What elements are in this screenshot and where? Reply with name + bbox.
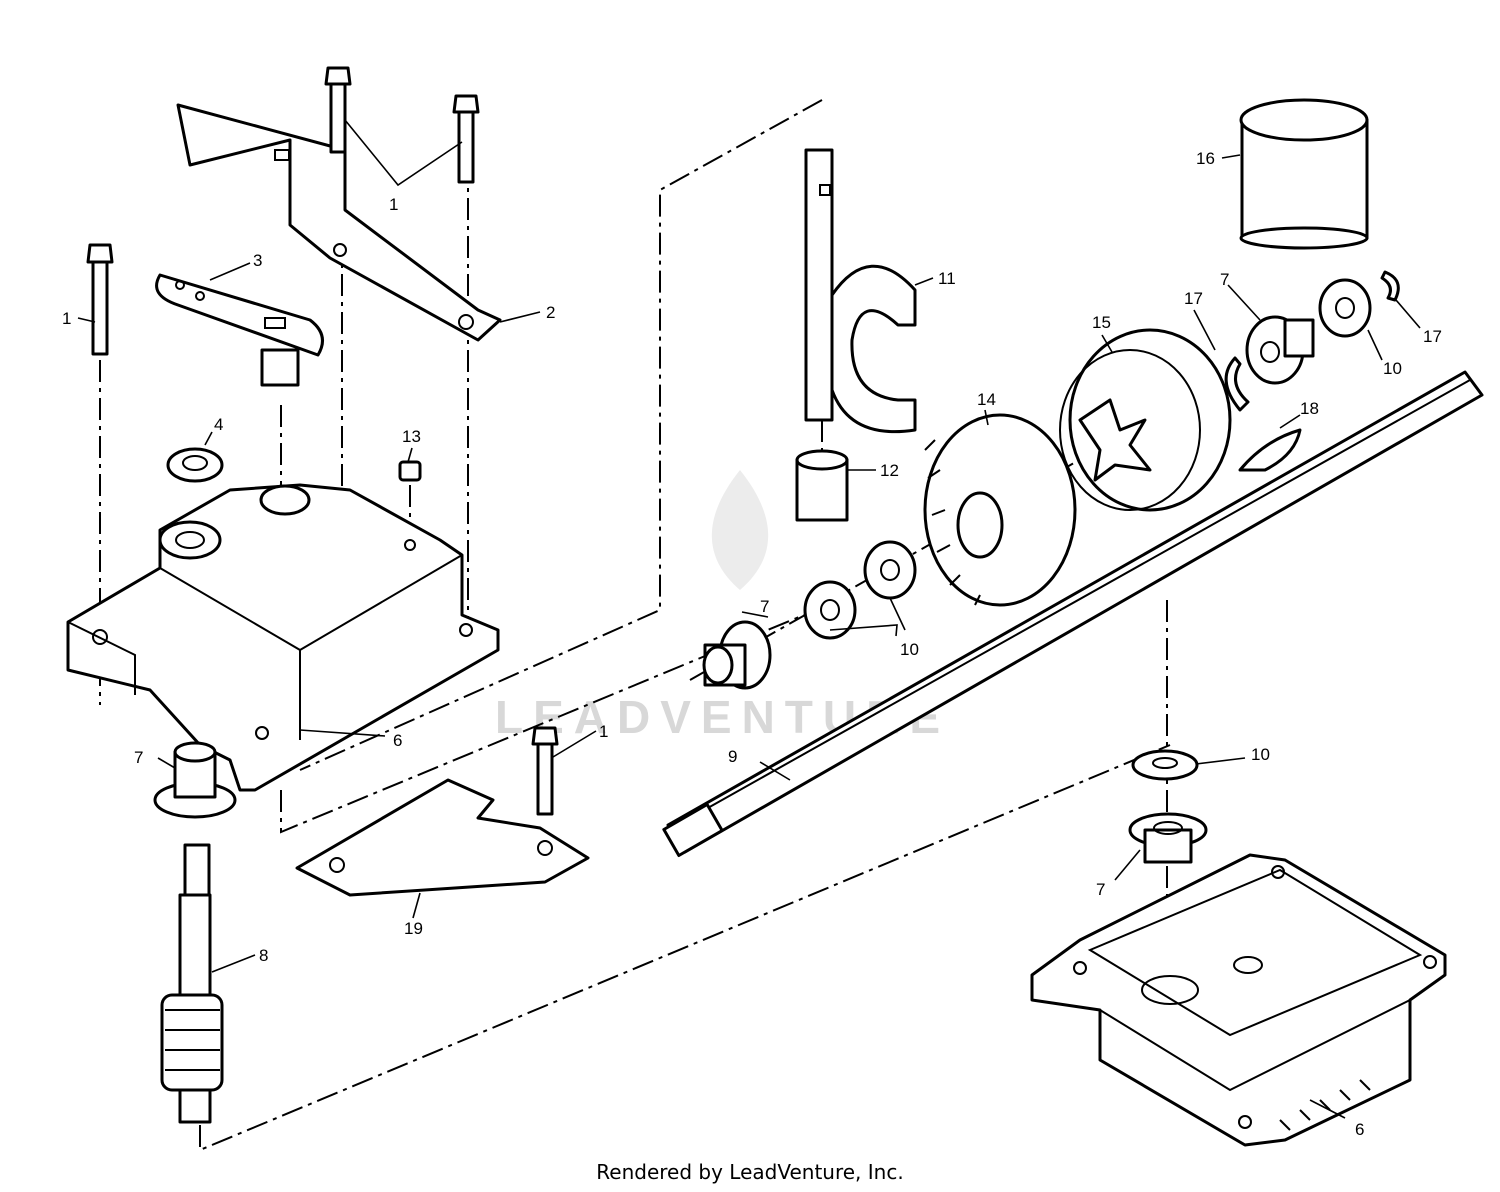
key-part-18 [1238, 428, 1302, 472]
callout-9: 9 [728, 747, 737, 766]
bolt-part-1-left [86, 243, 114, 356]
callout-17-right: 17 [1423, 327, 1442, 346]
spacer-part-12 [795, 449, 849, 522]
washer-part-10-d [1131, 749, 1199, 781]
housing-part-6-upper [66, 483, 500, 792]
washer-part-10-c [1318, 278, 1372, 338]
shift-fork-part-11 [804, 148, 917, 434]
bolt-part-1-top-a [324, 66, 352, 154]
grommet-part-4 [166, 447, 224, 483]
callout-7-lower: 7 [1096, 880, 1105, 899]
gasket-part-19 [295, 778, 590, 897]
callout-8: 8 [259, 946, 268, 965]
callout-11: 11 [938, 269, 956, 288]
callout-17-left: 17 [1184, 289, 1203, 308]
callout-7-right: 7 [1220, 270, 1229, 289]
callout-10-lower: 10 [1251, 745, 1270, 764]
callout-19: 19 [404, 919, 423, 938]
leader-lines [77, 119, 1421, 1119]
callout-7-shaft: 7 [760, 597, 769, 616]
cap-part-16 [1239, 98, 1369, 250]
pulley-part-15 [1059, 328, 1232, 512]
watermark-flame-icon [711, 470, 769, 590]
callout-6-upper: 6 [393, 731, 402, 750]
callout-1-bottom: 1 [599, 722, 608, 741]
bracket-part-2 [176, 103, 502, 342]
callout-7-left: 7 [134, 748, 143, 767]
gear-part-14 [923, 413, 1077, 607]
bushing-part-7-shaft-left [702, 620, 772, 690]
housing-part-6-lower [1030, 853, 1447, 1147]
callout-15: 15 [1092, 313, 1111, 332]
plug-part-13 [398, 460, 422, 482]
callout-14: 14 [977, 390, 996, 409]
retaining-ring-part-17-a [1224, 356, 1250, 412]
footer-credit: Rendered by LeadVenture, Inc. [596, 1160, 904, 1184]
retaining-ring-part-17-b [1380, 270, 1400, 302]
bushing-part-7-lower [1128, 812, 1208, 864]
callout-labels: 1 1 1 2 3 4 6 6 7 7 7 7 8 9 10 10 10 11 … [62, 149, 1442, 1139]
callout-10-right: 10 [1383, 359, 1402, 378]
bolt-part-1-bottom [531, 726, 559, 816]
bushing-part-7-shaft-right [1245, 315, 1315, 385]
shaft-part-9 [662, 370, 1484, 857]
callout-6-lower: 6 [1355, 1120, 1364, 1139]
callout-18: 18 [1300, 399, 1319, 418]
callout-1-top: 1 [389, 195, 398, 214]
washer-part-10-b [863, 540, 917, 600]
callout-13: 13 [402, 427, 421, 446]
worm-shaft-part-8 [160, 843, 224, 1124]
callout-2: 2 [546, 303, 555, 322]
callout-10-left: 10 [900, 640, 919, 659]
callout-1-left: 1 [62, 309, 71, 328]
callout-16: 16 [1196, 149, 1215, 168]
washer-part-10-a [803, 580, 857, 640]
callout-12: 12 [880, 461, 899, 480]
callout-3: 3 [253, 251, 262, 270]
callout-4: 4 [214, 415, 223, 434]
bolt-part-1-top-b [452, 94, 480, 184]
bushing-part-7-left [153, 741, 237, 819]
lever-arm-part-3 [155, 273, 324, 387]
